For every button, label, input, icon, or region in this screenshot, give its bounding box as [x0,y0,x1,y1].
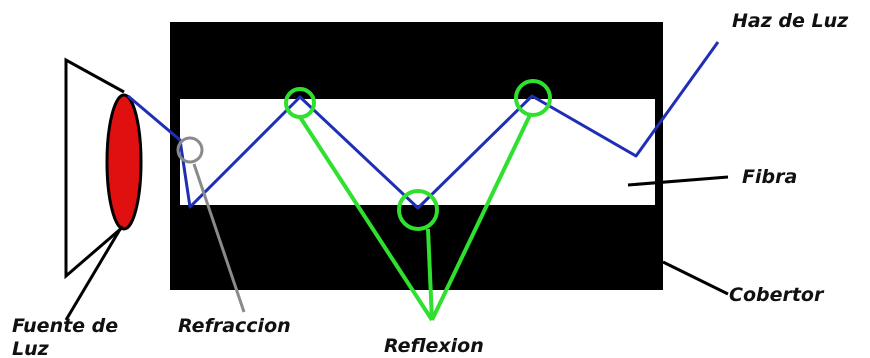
fiber-core [180,99,655,205]
refraction-marker [176,136,204,164]
cover-leader [662,260,729,296]
red-lens-icon [105,93,143,231]
source-leader [64,225,124,321]
reflection-leader-2 [426,228,434,321]
refraction-leader [192,163,246,313]
reflection-label: Reflexion [384,335,484,357]
reflection-marker-3 [514,79,552,117]
fiber-label: Fibra [742,166,797,188]
reflection-leader-1 [298,115,434,322]
source-label-line1: Fuente de [12,315,118,337]
fiber-leader [627,175,729,187]
leader-lines [64,163,729,321]
light-beam [127,41,720,210]
beam-label: Haz de Luz [732,10,849,32]
reflection-leader-3 [430,114,532,321]
refraction-label: Refraccion [178,315,291,337]
light-source-icon [64,57,143,280]
source-label-line2: Luz [12,338,50,358]
lamp-cone-icon [64,57,125,280]
reflection-marker-2 [397,189,439,231]
cover-label: Cobertor [729,284,825,306]
reflection-markers [284,79,552,322]
